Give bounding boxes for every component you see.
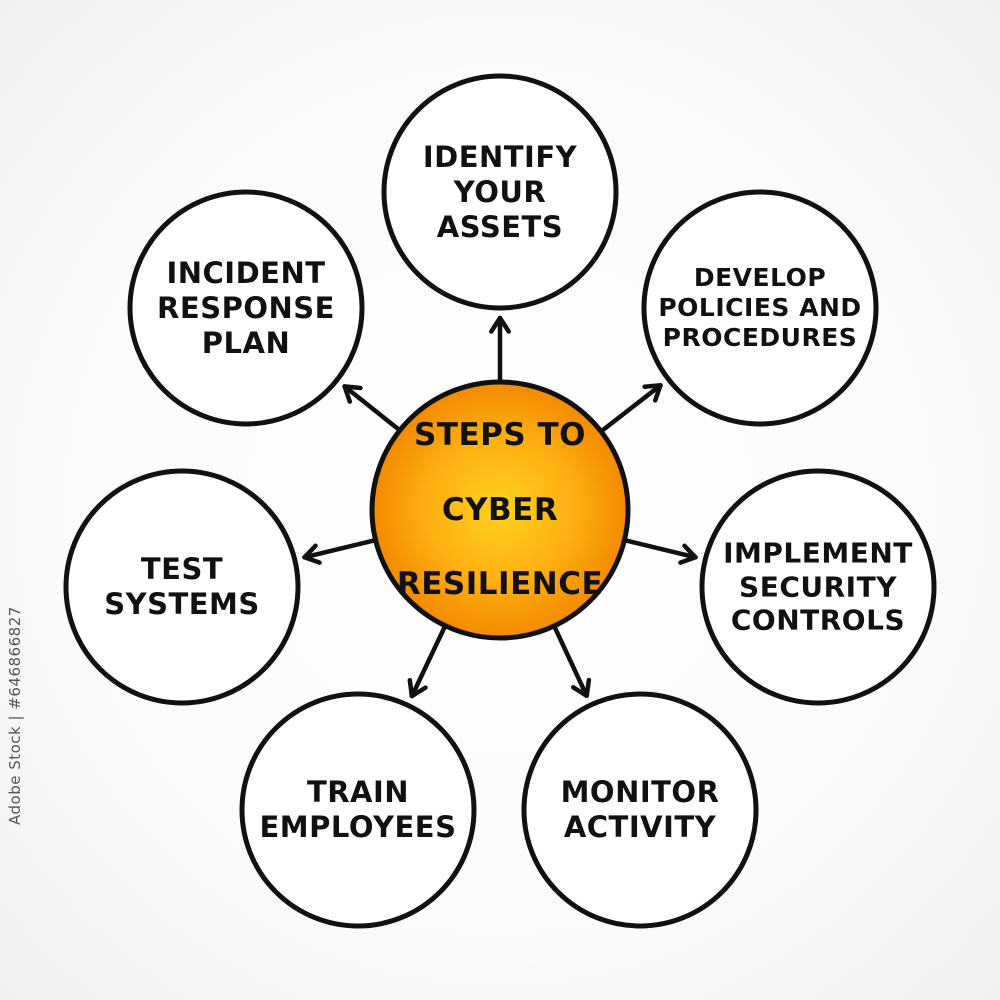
arrow-head-implement-controls — [678, 543, 698, 565]
center-label-line: STEPS TO — [414, 417, 586, 454]
nodes-layer — [63, 73, 937, 929]
node-circle-train-employees — [239, 691, 477, 929]
arrow-head-develop-policies — [642, 383, 663, 403]
arrow-head-monitor-activity — [570, 677, 592, 699]
arrow-shaft-test-systems — [302, 538, 376, 560]
node-label-line: EMPLOYEES — [259, 810, 457, 844]
center-label: STEPS TO CYBER RESILIENCE — [385, 380, 615, 640]
node-label-line: RESPONSE — [157, 290, 335, 325]
node-label-line: IMPLEMENT — [723, 536, 913, 570]
node-label-line: MONITOR — [560, 775, 720, 810]
arrow-head-test-systems — [302, 543, 322, 565]
node-circle-incident-response — [127, 189, 365, 427]
node-label-line: ASSETS — [436, 209, 564, 244]
arrows-layer — [302, 315, 698, 699]
node-label-line: YOUR — [453, 174, 547, 209]
node-label-line: SECURITY — [739, 570, 897, 604]
arrow-shaft-develop-policies — [600, 383, 663, 433]
arrow-head-identify-assets — [489, 315, 511, 334]
arrow-head-train-employees — [407, 677, 428, 699]
node-label-line: ACTIVITY — [563, 810, 717, 844]
center-label-line: RESILIENCE — [396, 565, 604, 602]
node-label-line: POLICIES AND — [658, 293, 862, 322]
center-circle — [369, 379, 631, 641]
node-label-line: DEVELOP — [693, 263, 827, 292]
node-label-line: IDENTIFY — [422, 139, 578, 174]
arrow-shaft-monitor-activity — [552, 625, 589, 699]
arrow-shaft-implement-controls — [624, 538, 698, 560]
arrow-head-incident-response — [342, 384, 363, 404]
node-label-line: TEST — [140, 552, 224, 587]
watermark-text: Adobe Stock | #646866827 — [6, 606, 24, 825]
node-circle-test-systems — [63, 468, 301, 706]
node-label-line: TRAIN — [306, 775, 410, 810]
node-label-line: CONTROLS — [730, 603, 906, 637]
arrow-shaft-incident-response — [342, 384, 401, 432]
node-label-line: PLAN — [201, 325, 291, 360]
node-circle-implement-controls — [699, 468, 937, 706]
node-circle-monitor-activity — [521, 691, 759, 929]
node-label-line: INCIDENT — [166, 255, 326, 290]
node-label-line: SYSTEMS — [104, 587, 260, 621]
center-label-line: CYBER — [441, 491, 559, 528]
arrow-shaft-train-employees — [409, 625, 447, 699]
node-label-line: PROCEDURES — [662, 323, 858, 352]
node-circle-develop-policies — [641, 189, 879, 427]
node-circle-identify-assets — [381, 73, 619, 311]
